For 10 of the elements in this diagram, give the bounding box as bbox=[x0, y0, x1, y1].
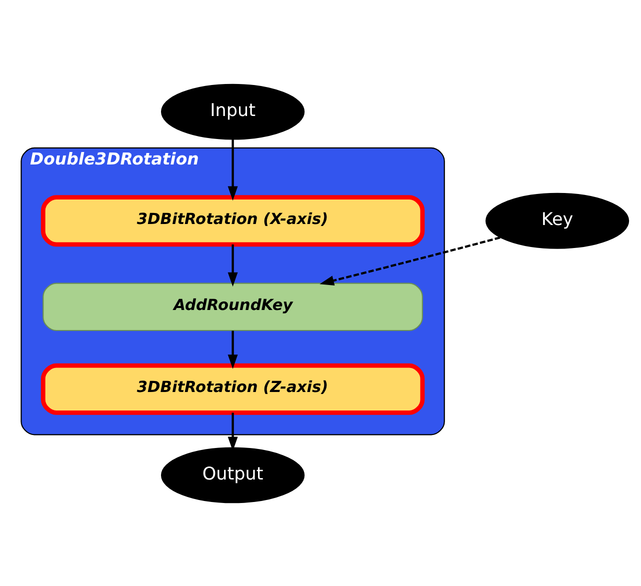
node-ellipse: Output bbox=[161, 446, 305, 503]
arrow bbox=[320, 236, 500, 285]
node-box: 3DBitRotation (X-axis) bbox=[40, 194, 425, 246]
node-box: 3DBitRotation (Z-axis) bbox=[40, 362, 425, 414]
node-ellipse: Input bbox=[161, 83, 305, 140]
node-box: AddRoundKey bbox=[42, 282, 423, 331]
arrow bbox=[228, 244, 238, 286]
arrow bbox=[228, 330, 238, 368]
arrow bbox=[228, 138, 238, 200]
node-ellipse: Key bbox=[486, 192, 630, 248]
